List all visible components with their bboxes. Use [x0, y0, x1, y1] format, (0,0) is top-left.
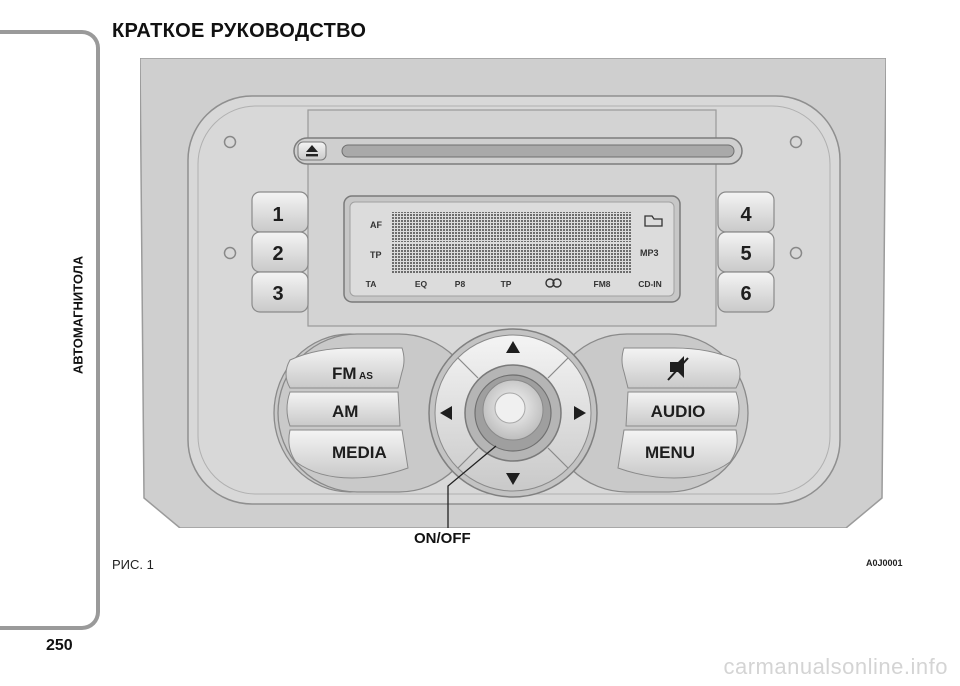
page-title: КРАТКОЕ РУКОВОДСТВО — [112, 20, 367, 42]
display-indicator-tp: TP — [370, 250, 382, 260]
display-indicator-tp-bottom: TP — [501, 279, 512, 289]
on-off-knob[interactable] — [464, 364, 562, 462]
lcd-display: AF TP MP3 TA EQ P8 TP FM8 CD-IN — [343, 195, 681, 303]
mute-icon — [667, 356, 689, 381]
watermark: carmanualsonline.info — [723, 654, 948, 679]
screw — [789, 246, 803, 260]
preset-label: 6 — [740, 283, 751, 305]
screw — [789, 135, 803, 149]
display-indicator-mp3: MP3 — [640, 248, 659, 258]
down-button[interactable] — [506, 473, 520, 485]
screw — [223, 246, 237, 260]
left-button[interactable] — [440, 406, 452, 420]
callout-line — [447, 445, 497, 528]
audio-button[interactable]: AUDIO — [625, 391, 740, 427]
media-label: MEDIA — [332, 443, 387, 462]
display-indicator-ta: TA — [366, 279, 377, 289]
preset-button-3[interactable]: 3 — [251, 271, 309, 313]
fm-as-button[interactable]: FM AS — [285, 347, 405, 389]
preset-button-6[interactable]: 6 — [717, 271, 775, 313]
figure-code: A0J0001 — [866, 558, 903, 568]
right-button[interactable] — [574, 406, 586, 420]
preset-label: 5 — [740, 243, 751, 265]
side-tab — [0, 30, 100, 630]
display-indicator-af: AF — [370, 220, 382, 230]
eject-button[interactable] — [297, 141, 327, 161]
am-label: AM — [332, 402, 358, 421]
cd-slot — [341, 144, 735, 158]
audio-label: AUDIO — [651, 402, 706, 421]
preset-label: 4 — [740, 204, 752, 226]
loop-icon — [545, 278, 562, 288]
left-arrow-icon — [440, 406, 452, 420]
radio-illustration: 1 2 3 4 5 6 AF TP MP3 TA EQ P8 TP — [139, 57, 887, 529]
folder-icon — [644, 215, 663, 227]
preset-button-2[interactable]: 2 — [251, 231, 309, 273]
display-indicator-fm8: FM8 — [594, 279, 611, 289]
preset-label: 1 — [272, 204, 283, 226]
eject-icon — [306, 145, 318, 157]
menu-button[interactable]: MENU — [617, 429, 738, 479]
preset-button-1[interactable]: 1 — [251, 191, 309, 233]
dot-matrix-row-1 — [392, 212, 632, 242]
display-indicator-eq: EQ — [415, 279, 428, 289]
on-off-callout: ON/OFF — [414, 530, 471, 547]
section-label: АВТОМАГНИТОЛА — [70, 255, 86, 375]
dot-matrix-row-2 — [392, 244, 632, 274]
media-button[interactable]: MEDIA — [288, 429, 409, 479]
page-number: 250 — [46, 637, 73, 654]
preset-button-4[interactable]: 4 — [717, 191, 775, 233]
up-button[interactable] — [506, 341, 520, 353]
up-arrow-icon — [506, 341, 520, 353]
fm-label: FM — [332, 364, 357, 383]
figure-caption: РИС. 1 — [112, 557, 154, 572]
preset-label: 2 — [272, 243, 283, 265]
down-arrow-icon — [506, 473, 520, 485]
mute-button[interactable] — [621, 347, 741, 389]
fm-sub-label: AS — [359, 371, 373, 382]
preset-label: 3 — [272, 283, 283, 305]
menu-label: MENU — [645, 443, 695, 462]
screw — [223, 135, 237, 149]
am-button[interactable]: AM — [286, 391, 401, 427]
right-arrow-icon — [574, 406, 586, 420]
display-indicator-p8: P8 — [455, 279, 466, 289]
display-indicator-cd-in: CD-IN — [638, 279, 662, 289]
preset-button-5[interactable]: 5 — [717, 231, 775, 273]
